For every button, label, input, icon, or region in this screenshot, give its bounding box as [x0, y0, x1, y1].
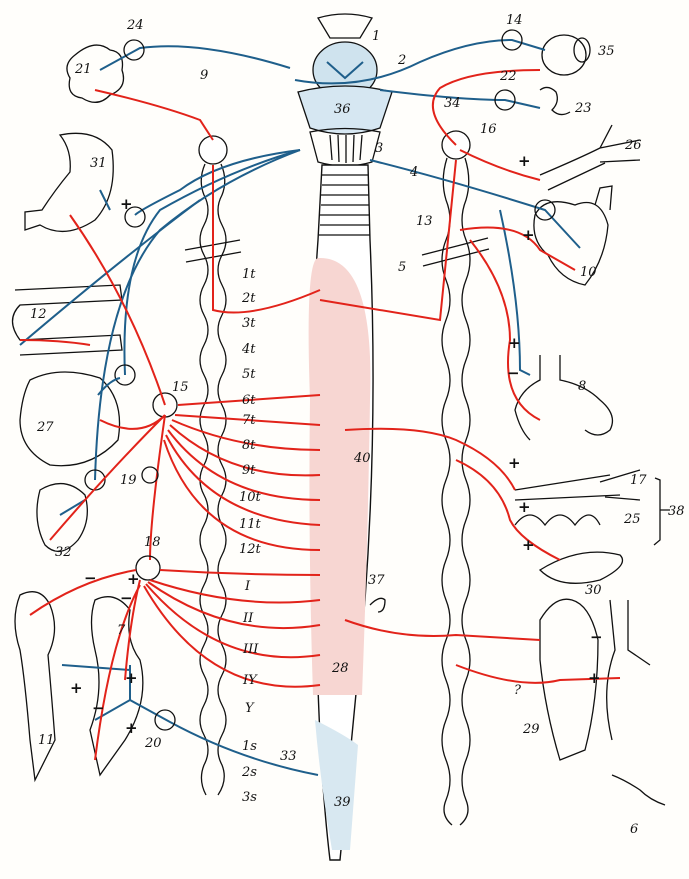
spinal-cord: [308, 164, 374, 861]
label-13: 13: [416, 214, 433, 229]
effect-signs: + + + + − + + + − − + + + − + − + ?: [70, 152, 603, 737]
label-15: 15: [172, 380, 189, 395]
label-36: 36: [334, 102, 351, 117]
label-29: 29: [522, 722, 540, 737]
segment-label: 7t: [242, 413, 256, 428]
segment-label: 5t: [242, 367, 256, 382]
minus-sign: −: [92, 699, 105, 717]
label-17: 17: [630, 473, 647, 488]
label-22: 22: [499, 69, 517, 84]
minus-sign: −: [507, 364, 520, 382]
segment-label: 4t: [241, 342, 256, 357]
label-30: 30: [585, 583, 602, 598]
segment-label: 11t: [239, 517, 262, 532]
segment-label: IY: [242, 673, 258, 688]
label-23: 23: [574, 101, 592, 116]
label-4: 4: [409, 165, 418, 180]
plus-sign: +: [125, 719, 138, 737]
minus-sign: −: [590, 628, 603, 646]
label-38: 38: [668, 504, 685, 519]
segment-label: 1t: [242, 267, 256, 282]
parasympathetic-pathways: [19, 29, 581, 776]
label-8: 8: [578, 379, 586, 394]
plus-sign: +: [127, 570, 140, 588]
segment-label: 8t: [242, 438, 256, 453]
plus-sign: +: [120, 195, 133, 213]
segment-label: 2s: [241, 765, 257, 780]
plus-sign: +: [518, 152, 531, 170]
label-39: 39: [334, 795, 351, 810]
label-20: 20: [144, 736, 162, 751]
label-28: 28: [331, 661, 349, 676]
question-mark: ?: [514, 683, 522, 698]
label-35: 35: [598, 44, 615, 59]
segment-label: 6t: [242, 393, 256, 408]
label-16: 16: [480, 122, 497, 137]
label-6: 6: [630, 822, 638, 837]
plus-sign: +: [522, 226, 535, 244]
minus-sign: −: [84, 569, 97, 587]
plus-sign: +: [522, 536, 535, 554]
thoracic-segment-labels: 1t 2t 3t 4t 5t 6t 7t 8t 9t 10t 11t 12t: [239, 267, 262, 557]
label-11: 11: [38, 733, 55, 748]
segment-label: 2t: [241, 291, 256, 306]
sympathetic-pathways: [19, 69, 621, 761]
label-3: 3: [375, 141, 383, 156]
segment-label: Y: [245, 701, 255, 716]
segment-label: 9t: [242, 463, 256, 478]
label-2: 2: [397, 53, 406, 68]
segment-label: 12t: [239, 542, 262, 557]
label-19: 19: [120, 473, 137, 488]
label-40: 40: [353, 451, 371, 466]
segment-label: 3t: [242, 316, 256, 331]
plus-sign: +: [125, 669, 138, 687]
label-5: 5: [398, 260, 406, 275]
label-1: 1: [372, 29, 380, 44]
label-9: 9: [200, 68, 208, 83]
label-31: 31: [90, 156, 107, 171]
plus-sign: +: [518, 498, 531, 516]
label-10: 10: [580, 265, 597, 280]
organs: [11, 34, 670, 806]
segment-label: 3s: [242, 790, 257, 805]
label-7: 7: [117, 623, 126, 638]
number-labels: 1 2 3 4 5 6 7 8 9 10 11 12 13 14 15 16 1…: [30, 13, 685, 837]
segment-label: II: [242, 611, 254, 626]
label-24: 24: [126, 18, 144, 33]
segment-label: 1s: [242, 739, 257, 754]
label-12: 12: [30, 307, 47, 322]
label-27: 27: [36, 420, 54, 435]
label-33: 33: [280, 749, 297, 764]
label-26: 26: [624, 138, 642, 153]
sacral-segment-labels: 1s 2s 3s: [241, 739, 257, 805]
segment-label: I: [244, 579, 251, 594]
label-14: 14: [506, 13, 523, 28]
plus-sign: +: [508, 334, 521, 352]
plus-sign: +: [588, 669, 601, 687]
lumbar-segment-labels: I II III IY Y: [242, 579, 259, 716]
label-18: 18: [144, 535, 161, 550]
minus-sign: −: [120, 589, 133, 607]
label-21: 21: [74, 62, 92, 77]
label-37: 37: [368, 573, 385, 588]
label-34: 34: [444, 96, 461, 111]
label-32: 32: [55, 545, 72, 560]
segment-label: III: [242, 642, 259, 657]
segment-label: 10t: [239, 490, 262, 505]
right-sympathetic-chain: [421, 130, 490, 826]
plus-sign: +: [508, 454, 521, 472]
label-25: 25: [623, 512, 641, 527]
plus-sign: +: [70, 679, 83, 697]
